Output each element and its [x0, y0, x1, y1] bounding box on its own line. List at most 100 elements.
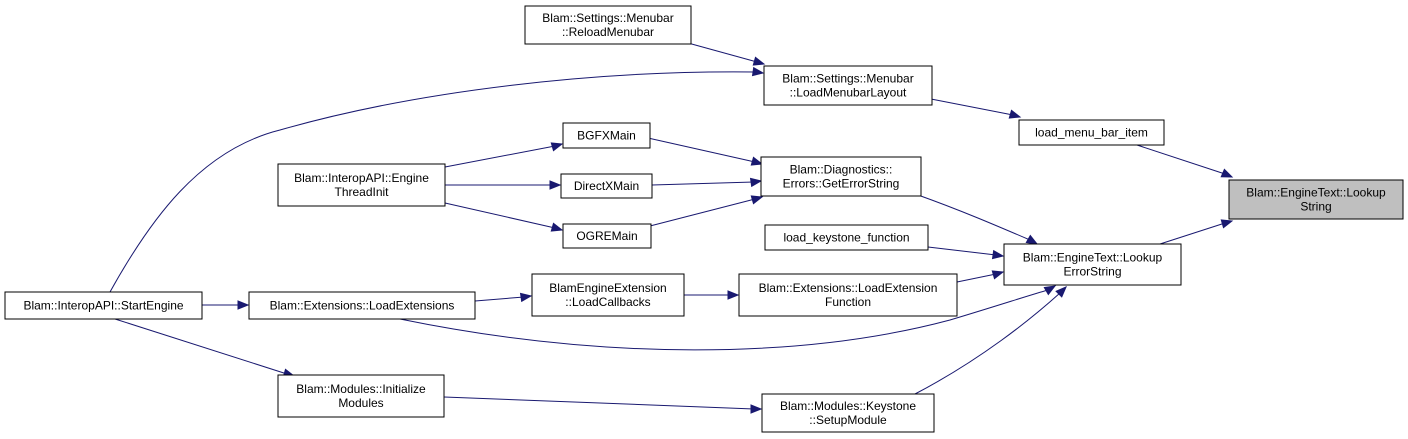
node-label: ::ReloadMenubar: [562, 25, 654, 39]
node-label: String: [1300, 200, 1331, 214]
node-label: DirectXMain: [574, 179, 639, 193]
edge-load-keystone-function-to-lookup-error-string: [927, 246, 1005, 260]
edge-engine-thread-init-to-ogre-main: [444, 202, 564, 232]
node-box: [1018, 119, 1165, 146]
edge-bgfx-main-to-get-error-string: [647, 137, 764, 166]
edge-line: [1159, 222, 1226, 245]
node-label: Blam::InteropAPI::StartEngine: [23, 299, 183, 313]
edge-arrowhead: [750, 404, 763, 414]
node-label: Blam::Modules::Initialize: [296, 382, 426, 396]
node-box: [4, 291, 203, 320]
edge-arrowhead: [752, 56, 766, 66]
edge-arrowhead: [1043, 285, 1057, 296]
edge-arrowhead: [550, 142, 564, 152]
edge-line: [114, 318, 288, 375]
edge-arrowhead: [1008, 109, 1022, 119]
node-label: load_keystone_function: [783, 231, 909, 245]
edge-load-callbacks-to-load-extension-function: [684, 290, 740, 300]
node-label: ::LoadMenubarLayout: [790, 86, 907, 100]
edge-arrowhead: [991, 249, 1005, 260]
node-ogre-main[interactable]: OGREMain: [562, 223, 652, 249]
node-box: [562, 122, 651, 149]
node-label: Blam::Extensions::LoadExtensions: [270, 299, 455, 313]
node-load-menubar-layout[interactable]: Blam::Settings::Menubar::LoadMenubarLayo…: [763, 65, 933, 106]
node-start-engine[interactable]: Blam::InteropAPI::StartEngine: [4, 291, 203, 320]
node-label: Errors::GetErrorString: [783, 177, 900, 191]
node-box: [277, 163, 446, 207]
node-load-menu-bar-item[interactable]: load_menu_bar_item: [1018, 119, 1165, 146]
node-box: [764, 224, 929, 251]
node-label: Blam::InteropAPI::Engine: [294, 171, 429, 185]
node-label: Blam::Extensions::LoadExtension: [759, 281, 938, 295]
nodes-layer: Blam::EngineText::LookupStringload_menu_…: [4, 5, 1404, 433]
node-box: [531, 273, 685, 317]
edge-ogre-main-to-get-error-string: [649, 195, 764, 227]
node-label: Blam::Settings::Menubar: [542, 11, 673, 25]
edge-arrowhead: [727, 290, 740, 300]
edge-line: [109, 71, 757, 293]
edge-start-engine-to-initialize-modules: [114, 318, 296, 378]
node-label: Blam::EngineText::Lookup: [1023, 251, 1163, 265]
edge-get-error-string-to-lookup-error-string: [917, 194, 1039, 245]
node-reload-menubar[interactable]: Blam::Settings::Menubar::ReloadMenubar: [524, 5, 692, 45]
node-label: BGFXMain: [577, 129, 636, 143]
edge-lookup-error-string-to-lookup-string: [1159, 219, 1234, 245]
edge-arrowhead: [237, 300, 250, 310]
node-setup-module[interactable]: Blam::Modules::Keystone::SetupModule: [761, 393, 935, 433]
edge-arrowhead: [549, 180, 562, 190]
edge-line: [399, 289, 1049, 351]
edge-initialize-modules-to-setup-module: [443, 396, 763, 414]
edge-arrowhead: [1220, 219, 1234, 229]
edge-line: [444, 145, 556, 168]
edge-line: [930, 98, 1014, 116]
edge-arrowhead: [749, 177, 763, 188]
edge-engine-thread-init-to-directx-main: [445, 180, 562, 190]
edge-arrowhead: [991, 270, 1005, 280]
node-label: ThreadInit: [334, 185, 389, 199]
edge-arrowhead: [750, 156, 764, 166]
edge-line: [917, 194, 1031, 241]
node-box: [1003, 243, 1182, 286]
edge-line: [956, 273, 997, 283]
node-label: Blam::Diagnostics::: [790, 163, 893, 177]
node-directx-main[interactable]: DirectXMain: [560, 173, 653, 199]
edge-load-extensions-to-lookup-error-string: [399, 285, 1057, 351]
node-box: [277, 374, 445, 418]
edge-arrowhead: [1025, 234, 1039, 245]
edge-line: [651, 181, 755, 186]
edge-line: [649, 198, 756, 227]
node-label: BlamEngineExtension: [549, 281, 666, 295]
edges-layer: [109, 42, 1234, 414]
edge-arrowhead: [519, 292, 533, 303]
edge-start-engine-to-load-extensions: [202, 300, 250, 310]
edge-setup-module-to-lookup-error-string: [914, 286, 1067, 395]
node-label: Blam::Settings::Menubar: [782, 72, 913, 86]
node-box: [1228, 179, 1404, 220]
edge-line: [1136, 144, 1226, 175]
edge-line: [444, 202, 556, 229]
edge-load-extension-function-to-lookup-error-string: [956, 270, 1005, 283]
node-bgfx-main[interactable]: BGFXMain: [562, 122, 651, 149]
edge-reload-menubar-to-load-menubar-layout: [687, 42, 766, 66]
edge-arrowhead: [1055, 286, 1067, 298]
node-load-extensions[interactable]: Blam::Extensions::LoadExtensions: [248, 291, 476, 320]
node-get-error-string[interactable]: Blam::Diagnostics::Errors::GetErrorStrin…: [760, 156, 922, 197]
node-load-keystone-function[interactable]: load_keystone_function: [764, 224, 929, 251]
edge-arrowhead: [750, 195, 764, 205]
node-label: load_menu_bar_item: [1035, 126, 1148, 140]
edge-load-menu-bar-item-to-lookup-string: [1136, 144, 1234, 178]
node-box: [560, 173, 653, 199]
edge-start-engine-to-load-menubar-layout: [109, 66, 765, 293]
node-box: [738, 273, 958, 317]
edge-arrowhead: [751, 66, 765, 77]
node-load-callbacks[interactable]: BlamEngineExtension::LoadCallbacks: [531, 273, 685, 317]
edge-engine-thread-init-to-bgfx-main: [444, 142, 564, 168]
edge-line: [443, 396, 755, 410]
node-box: [763, 65, 933, 106]
